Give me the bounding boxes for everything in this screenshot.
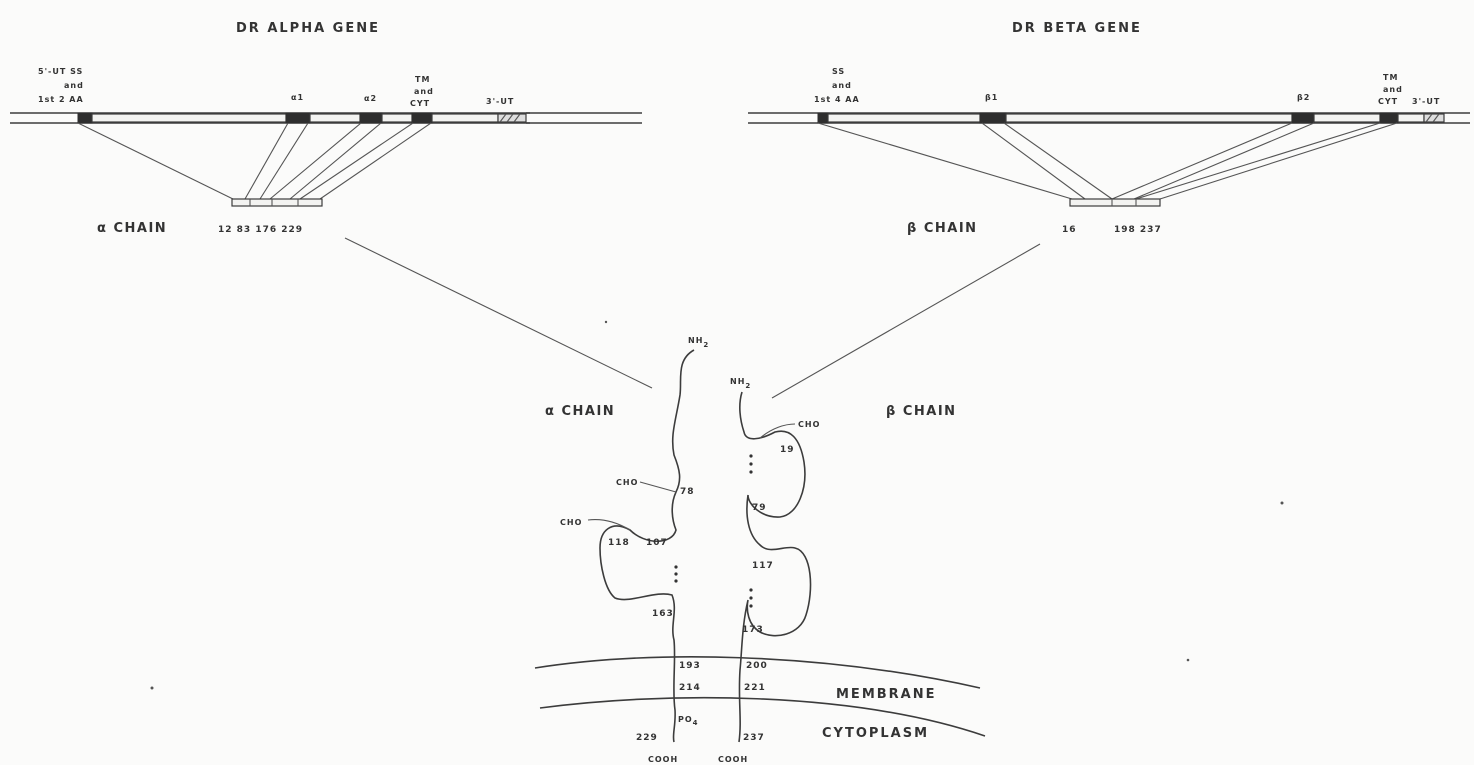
speck: [605, 321, 607, 323]
speck: [151, 687, 154, 690]
beta-residue-237: 237: [743, 733, 765, 743]
alpha-a2-label: α2: [364, 94, 377, 103]
beta-and2-label: and: [1383, 85, 1403, 94]
beta-nh2-label: NH2: [730, 377, 751, 390]
beta-residue-117: 117: [752, 561, 774, 571]
molecule-beta-label: β CHAIN: [886, 404, 957, 419]
po4-label: PO4: [678, 715, 699, 727]
beta-ss-label: SS: [832, 67, 845, 76]
alpha-residue-107: 107: [646, 538, 668, 548]
beta-b1-label: β1: [985, 93, 998, 102]
beta-disulfide-dot: [749, 596, 752, 599]
beta-disulfide-dot: [749, 454, 752, 457]
alpha-chain-bar: [232, 199, 322, 206]
alpha-cho-label-1: CHO: [616, 478, 638, 487]
alpha-cho-label-2: CHO: [560, 518, 582, 527]
alpha-and-label: and: [64, 81, 84, 90]
alpha-disulfide-dot: [674, 579, 677, 582]
beta-pointer-line: [772, 244, 1040, 398]
membrane-label: MEMBRANE: [836, 687, 937, 702]
alpha-tm-label: TM: [415, 75, 430, 84]
beta-b2-label: β2: [1297, 93, 1310, 102]
alpha-residue-78: 78: [680, 487, 695, 497]
beta-residue-173: 173: [742, 625, 764, 635]
beta-chain-pos1: 16: [1062, 225, 1077, 235]
beta-first-aa-label: 1st 4 AA: [814, 95, 860, 104]
alpha-utr5-label: 5'-UT SS: [38, 67, 83, 76]
alpha-residue-163: 163: [652, 609, 674, 619]
alpha-first-aa-label: 1st 2 AA: [38, 95, 84, 104]
beta-disulfide-dot: [749, 462, 752, 465]
beta-chain-bar-label: β CHAIN: [907, 221, 978, 236]
alpha-chain-bar-label: α CHAIN: [97, 221, 167, 236]
cytoplasm-label: CYTOPLASM: [822, 726, 929, 741]
alpha-utr3-label: 3'-UT: [486, 97, 514, 106]
beta-disulfide-dot: [749, 604, 752, 607]
alpha-residue-214: 214: [679, 683, 701, 693]
alpha-pointer-line: [345, 238, 652, 388]
beta-exon-connectors: [818, 123, 1397, 199]
beta-chain-bar: [1070, 199, 1160, 206]
beta-residue-221: 221: [744, 683, 766, 693]
alpha-a1-label: α1: [291, 93, 304, 102]
alpha-disulfide-dot: [674, 572, 677, 575]
alpha-residue-118: 118: [608, 538, 630, 548]
beta-gene-title: DR BETA GENE: [1012, 21, 1142, 36]
alpha-cho-branch-1: [640, 482, 676, 492]
molecule-alpha-label: α CHAIN: [545, 404, 615, 419]
alpha-cyt-label: CYT: [410, 99, 430, 108]
alpha-cooh-label: COOH: [648, 755, 678, 764]
beta-chain-pos2: 198 237: [1114, 225, 1162, 235]
alpha-gene-title: DR ALPHA GENE: [236, 21, 380, 36]
speck: [1187, 659, 1190, 662]
alpha-nh2-label: NH2: [688, 336, 709, 349]
beta-residue-19: 19: [780, 445, 795, 455]
beta-gene-strand: [748, 113, 1470, 123]
alpha-exon-connectors: [78, 123, 431, 199]
beta-cooh-label: COOH: [718, 755, 748, 764]
beta-disulfide-dot: [749, 588, 752, 591]
beta-disulfide-dot: [749, 470, 752, 473]
beta-residue-79: 79: [752, 503, 767, 513]
speck: [1281, 502, 1284, 505]
alpha-chain-positions: 12 83 176 229: [218, 225, 303, 235]
alpha-gene-strand: [10, 113, 642, 123]
beta-and-label: and: [832, 81, 852, 90]
alpha-disulfide-dot: [674, 565, 677, 568]
beta-residue-200: 200: [746, 661, 768, 671]
beta-cho-label: CHO: [798, 420, 820, 429]
beta-cyt-label: CYT: [1378, 97, 1398, 106]
alpha-residue-229: 229: [636, 733, 658, 743]
alpha-and2-label: and: [414, 87, 434, 96]
beta-tm-label: TM: [1383, 73, 1398, 82]
beta-utr3-label: 3'-UT: [1412, 97, 1440, 106]
alpha-residue-193: 193: [679, 661, 701, 671]
